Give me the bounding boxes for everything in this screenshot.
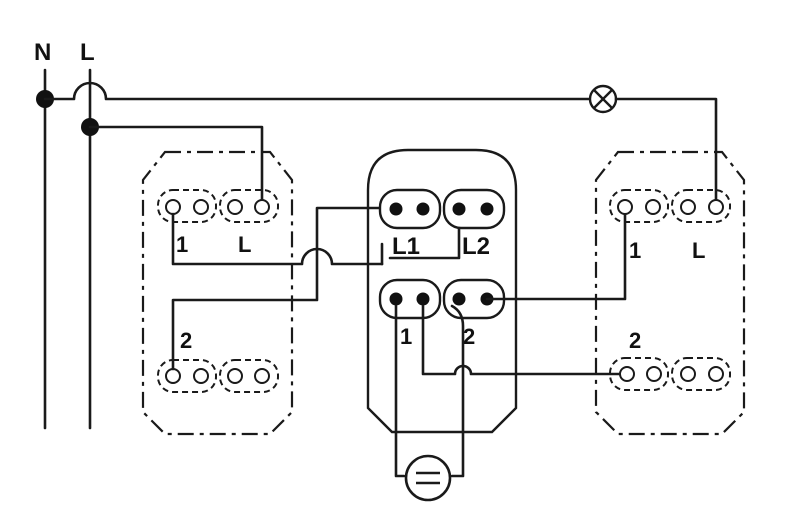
center-label-L1: L1 bbox=[392, 233, 420, 260]
left-bot-pad-2 bbox=[157, 359, 217, 393]
left2-to-center-L2-wire bbox=[171, 206, 386, 371]
center-label-1: 1 bbox=[400, 324, 412, 349]
center-terminal-L2a bbox=[452, 202, 466, 216]
right-bot-pad-x bbox=[671, 357, 731, 391]
right-bot-pad-2 bbox=[609, 357, 669, 391]
right-terminal-x2 bbox=[708, 366, 724, 382]
indicator-right-wire bbox=[450, 304, 465, 478]
right-label-1: 1 bbox=[629, 238, 641, 263]
left-top-pad-L bbox=[219, 189, 279, 223]
left-terminal-2 bbox=[165, 368, 181, 384]
center-pad-1 bbox=[378, 278, 442, 320]
right-terminal-x1 bbox=[680, 366, 696, 382]
indicator-icon bbox=[404, 454, 452, 502]
indicator-left-wire bbox=[394, 304, 406, 478]
left-switch-frame bbox=[141, 150, 294, 436]
right-label-L: L bbox=[692, 238, 705, 263]
left-terminal-L bbox=[254, 199, 270, 215]
left-terminal-Lb bbox=[227, 199, 243, 215]
line-label: L bbox=[80, 39, 95, 66]
center-pad-L2 bbox=[442, 188, 506, 230]
left-label-1: 1 bbox=[176, 232, 188, 257]
right-terminal-Lb bbox=[680, 199, 696, 215]
right-terminal-2 bbox=[619, 366, 635, 382]
neutral-label: N bbox=[34, 39, 51, 66]
right-top-pad-L bbox=[671, 189, 731, 223]
center2-to-right1-wire bbox=[485, 212, 627, 301]
left-terminal-x2 bbox=[254, 368, 270, 384]
center-label-2: 2 bbox=[463, 324, 475, 349]
right-top-pad-1 bbox=[609, 189, 669, 223]
center-pad-L1 bbox=[378, 188, 442, 230]
left-terminal-1 bbox=[165, 199, 181, 215]
right-switch-frame bbox=[594, 150, 746, 436]
left-top-pad-1 bbox=[157, 189, 217, 223]
center-label-L2: L2 bbox=[462, 233, 490, 260]
center-switch-frame bbox=[366, 148, 518, 434]
right-label-2: 2 bbox=[629, 328, 641, 353]
lamp-icon bbox=[588, 84, 618, 114]
left-terminal-2b bbox=[193, 368, 209, 384]
center-terminal-L2b bbox=[480, 202, 494, 216]
center-terminal-L1b bbox=[416, 202, 430, 216]
left-terminal-1b bbox=[193, 199, 209, 215]
neutral-to-lamp-wire bbox=[43, 81, 592, 101]
line-to-left-L-wire bbox=[88, 125, 264, 209]
right-terminal-1b bbox=[645, 199, 661, 215]
left-terminal-x1 bbox=[227, 368, 243, 384]
right-terminal-1 bbox=[617, 199, 633, 215]
right-terminal-2b bbox=[646, 366, 662, 382]
center-terminal-1b bbox=[416, 292, 430, 306]
left1-to-center-L1-wire bbox=[171, 212, 384, 266]
center-terminal-L1a bbox=[389, 202, 403, 216]
lamp-to-right-L-wire bbox=[614, 97, 718, 209]
left-bot-pad-x bbox=[219, 359, 279, 393]
center-terminal-2a bbox=[452, 292, 466, 306]
center-terminal-1a bbox=[389, 292, 403, 306]
left-label-L: L bbox=[238, 232, 251, 257]
right-terminal-L bbox=[708, 199, 724, 215]
left-label-2: 2 bbox=[180, 328, 192, 353]
